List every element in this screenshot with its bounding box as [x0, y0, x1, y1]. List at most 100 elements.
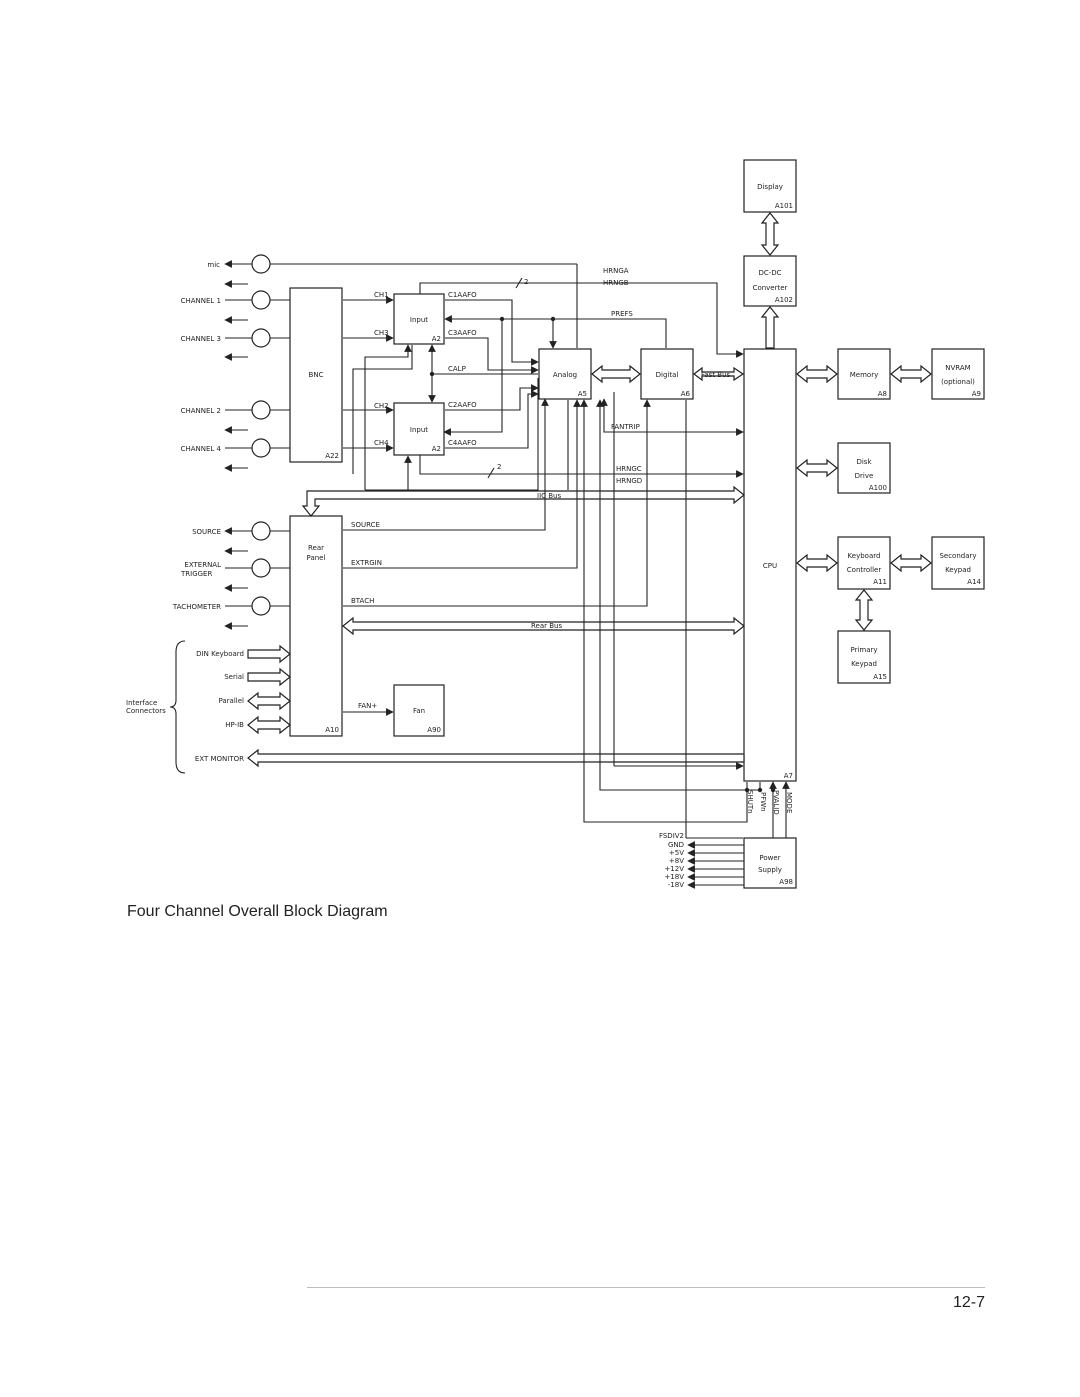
input-b-label: Input: [410, 426, 428, 434]
din-keyboard-label: DIN Keyboard: [196, 650, 244, 658]
nvram-label: NVRAM: [945, 364, 970, 372]
fan-plus-label: FAN+: [358, 702, 377, 710]
keyboard-controller-block: [837, 536, 891, 590]
primary-keypad-label-2: Keypad: [851, 660, 877, 668]
c1aafo-label: C1AAFO: [448, 291, 477, 299]
shutn-label: SHUTn: [746, 790, 754, 814]
cpu-block: [743, 348, 797, 782]
hrngc-label: HRNGC: [616, 465, 642, 473]
trigger-label: TRIGGER: [180, 570, 212, 578]
dcdc-label: DC-DC: [758, 269, 781, 277]
dcdc-block: [743, 255, 797, 307]
tachometer-jack: [251, 596, 271, 616]
power-supply-label-2: Supply: [758, 866, 782, 874]
primary-keypad-block: [837, 630, 891, 684]
tachometer-label: TACHOMETER: [172, 603, 221, 611]
display-ref: A101: [775, 202, 793, 210]
display-label: Display: [757, 183, 783, 191]
footer-rule: [307, 1287, 985, 1288]
channel2-jack: [251, 400, 271, 420]
external-label: EXTERNAL: [184, 561, 221, 569]
memory-ref: A8: [878, 390, 887, 398]
source-label: SOURCE: [192, 528, 221, 536]
channel3-label: CHANNEL 3: [181, 335, 221, 343]
channel4-jack: [251, 438, 271, 458]
p5v-label: +5V: [669, 849, 684, 857]
power-supply-label: Power: [759, 854, 780, 862]
mic-label: mic: [207, 261, 220, 269]
nvram-label-2: (optional): [941, 378, 975, 386]
fsdiv2-label: FSDIV2: [659, 832, 684, 840]
m18v-label: -18V: [668, 881, 684, 889]
page-number: 12-7: [952, 1294, 985, 1311]
figure-caption: Four Channel Overall Block Diagram: [127, 903, 388, 920]
serial-label: Serial: [224, 673, 244, 681]
pfwn-label: PFWn: [759, 792, 767, 812]
pvalid-label: PVALID: [772, 790, 780, 815]
secondary-keypad-label-2: Keypad: [945, 566, 971, 574]
ch3-label: CH3: [374, 329, 389, 337]
rear-panel-label-2: Panel: [307, 554, 326, 562]
memory-block: [837, 348, 891, 400]
bus-connections: [247, 212, 932, 768]
channel2-label: CHANNEL 2: [181, 407, 221, 415]
block-diagram: Display A101 DC-DC Converter A102 BNC A2…: [126, 159, 985, 889]
iic-bus-label: IIC Bus: [537, 492, 561, 500]
fan-label: Fan: [413, 707, 425, 715]
extrgin-label: EXTRGIN: [351, 559, 382, 567]
cpu-label: CPU: [763, 562, 777, 570]
hrnga-label: HRNGA: [603, 267, 629, 275]
dcdc-ref: A102: [775, 296, 793, 304]
keyboard-controller-ref: A11: [873, 578, 887, 586]
bus-width-top: 2: [524, 278, 528, 286]
rear-panel-ref: A10: [325, 726, 339, 734]
input-b-ref: A2: [432, 445, 441, 453]
interface-label: Interface: [126, 699, 157, 707]
block-labels: Display A101 DC-DC Converter A102 BNC A2…: [307, 183, 982, 886]
signal-lines: [169, 260, 790, 889]
source-signal-label: SOURCE: [351, 521, 380, 529]
c3aafo-label: C3AAFO: [448, 329, 477, 337]
fantrip-label: FANTRIP: [611, 423, 640, 431]
input-block-a: [393, 293, 445, 345]
rear-panel-label: Rear: [308, 544, 324, 552]
channel1-label: CHANNEL 1: [181, 297, 221, 305]
prefs-label: PREFS: [611, 310, 633, 318]
primary-keypad-ref: A15: [873, 673, 887, 681]
parallel-label: Parallel: [218, 697, 244, 705]
hrngd-label: HRNGD: [616, 477, 642, 485]
secondary-keypad-block: [931, 536, 985, 590]
cpu-ref: A7: [784, 772, 793, 780]
bus-width-bottom: 2: [497, 463, 501, 471]
secondary-keypad-ref: A14: [967, 578, 981, 586]
hpib-label: HP-IB: [225, 721, 244, 729]
p18v-label: +18V: [664, 873, 684, 881]
channel3-jack: [251, 328, 271, 348]
ch4-label: CH4: [374, 439, 389, 447]
analog-ref: A5: [578, 390, 587, 398]
external-trigger-jack: [251, 558, 271, 578]
p8v-label: +8V: [669, 857, 684, 865]
fan-ref: A90: [427, 726, 441, 734]
rear-bus-label: Rear Bus: [531, 622, 562, 630]
bnc-label: BNC: [309, 371, 324, 379]
keyboard-controller-label-2: Controller: [847, 566, 882, 574]
channel1-jack: [251, 290, 271, 310]
analog-block: [538, 348, 592, 400]
fan-block: [393, 684, 445, 737]
secondary-keypad-label: Secondary: [939, 552, 976, 560]
ch1-label: CH1: [374, 291, 389, 299]
power-supply-ref: A98: [779, 878, 793, 886]
bnc-ref: A22: [325, 452, 339, 460]
hrngb-label: HRNGB: [603, 279, 629, 287]
dcdc-label-2: Converter: [753, 284, 788, 292]
connector-jacks: [251, 254, 271, 616]
memory-label: Memory: [850, 371, 878, 379]
gnd-label: GND: [668, 841, 684, 849]
source-jack: [251, 521, 271, 541]
nvram-ref: A9: [972, 390, 981, 398]
disk-ref: A100: [869, 484, 887, 492]
rear-panel-block: [289, 515, 343, 737]
mode-label: MODE: [785, 792, 793, 813]
fast-bus-label: Fast Bus: [701, 371, 731, 379]
